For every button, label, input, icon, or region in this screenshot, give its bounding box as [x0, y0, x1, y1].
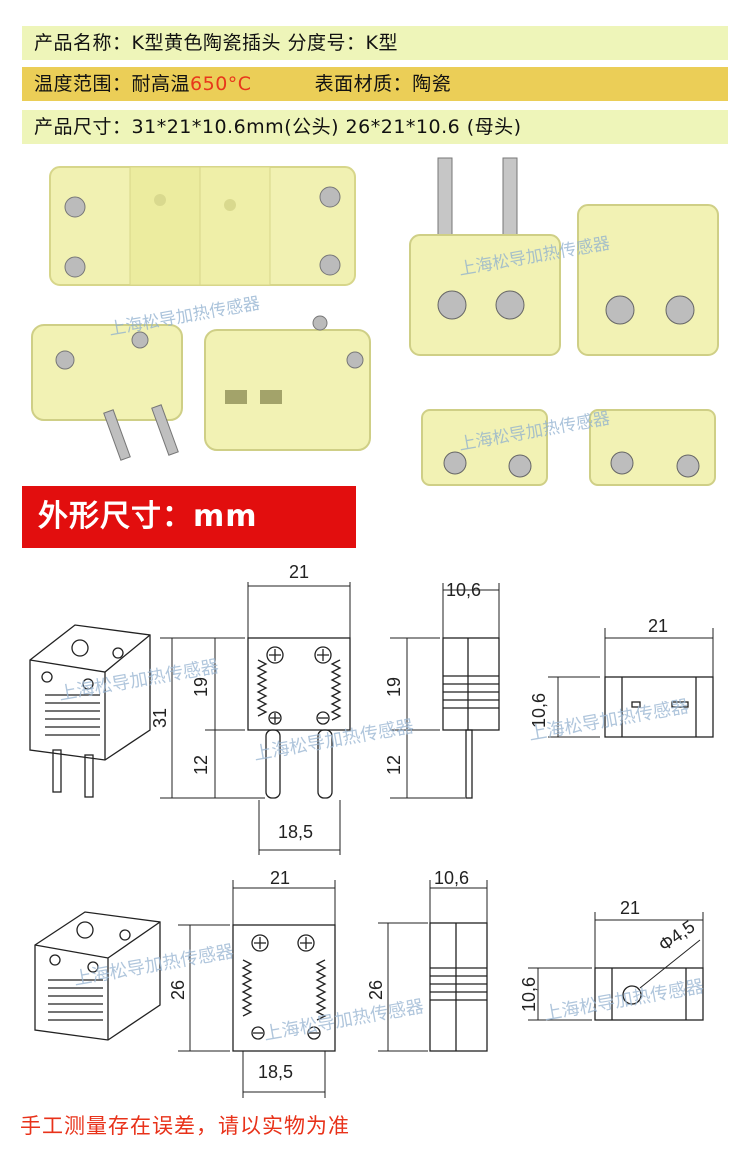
- dim-female-side-height: 26: [366, 980, 386, 1000]
- male-plug-photo: [31, 324, 183, 461]
- measurement-note: 手工测量存在误差，请以实物为准: [20, 1114, 350, 1138]
- material-value: 陶瓷: [412, 73, 452, 95]
- female-iso-view: [34, 911, 161, 1041]
- size-value: 31*21*10.6mm(公头) 26*21*10.6 (母头): [131, 116, 522, 138]
- male-top-view: [548, 628, 714, 738]
- dimensions-banner: 外形尺寸：mm: [22, 486, 356, 548]
- male-iso-view: [29, 624, 151, 798]
- female-plug-photo: [204, 315, 371, 451]
- dim-male-side-body: 19: [384, 677, 404, 697]
- dim-female-depth: 10,6: [434, 868, 469, 888]
- product-photo-open: 上海松导加热传感器 上海松导加热传感器: [409, 157, 719, 486]
- temp-value: 650°C: [190, 73, 252, 95]
- dim-female-top-width: 21: [620, 898, 640, 918]
- plug-pair-top-view: [49, 166, 356, 286]
- index-label: 分度号：: [287, 32, 366, 54]
- dim-male-side-pin: 12: [384, 755, 404, 775]
- dim-male-total: 31: [150, 708, 170, 728]
- female-plug-open-photo: [577, 204, 719, 356]
- male-front-view: [160, 582, 351, 855]
- product-photo-pair: 上海松导加热传感器: [31, 166, 371, 461]
- spec-row-name: 产品名称：K型黄色陶瓷插头 分度号：K型: [22, 26, 728, 60]
- dim-male-pin-span: 18,5: [278, 822, 313, 842]
- spec-row-size: 产品尺寸：31*21*10.6mm(公头) 26*21*10.6 (母头): [22, 110, 728, 144]
- male-side-view: [390, 583, 500, 799]
- index-value: K型: [365, 32, 399, 54]
- dim-male-top-thick: 10,6: [529, 693, 549, 728]
- dim-female-bottom: 18,5: [258, 1062, 293, 1082]
- size-label: 产品尺寸：: [34, 116, 132, 138]
- temp-prefix: 耐高温: [131, 73, 191, 95]
- male-plug-open-photo: [409, 157, 561, 356]
- dim-male-depth: 10,6: [446, 580, 481, 600]
- dim-hole-diameter: Φ4,5: [655, 916, 699, 955]
- dim-male-pin: 12: [191, 755, 211, 775]
- female-front-view: [178, 880, 336, 1098]
- dim-female-height: 26: [168, 980, 188, 1000]
- dim-female-width: 21: [270, 868, 290, 888]
- material-label: 表面材质：: [314, 73, 413, 95]
- spec-row-temperature: 温度范围：耐高温650°C 表面材质：陶瓷: [22, 67, 728, 101]
- name-value: K型黄色陶瓷插头: [131, 32, 281, 54]
- temp-label: 温度范围：: [34, 73, 132, 95]
- female-top-view: [528, 912, 704, 1021]
- dim-male-body: 19: [191, 677, 211, 697]
- dim-male-width: 21: [289, 562, 309, 582]
- dim-male-top-width: 21: [648, 616, 668, 636]
- name-label: 产品名称：: [34, 32, 132, 54]
- dim-female-top-thick: 10,6: [519, 977, 539, 1012]
- female-side-view: [378, 880, 488, 1052]
- base-halves-photo: [421, 409, 716, 486]
